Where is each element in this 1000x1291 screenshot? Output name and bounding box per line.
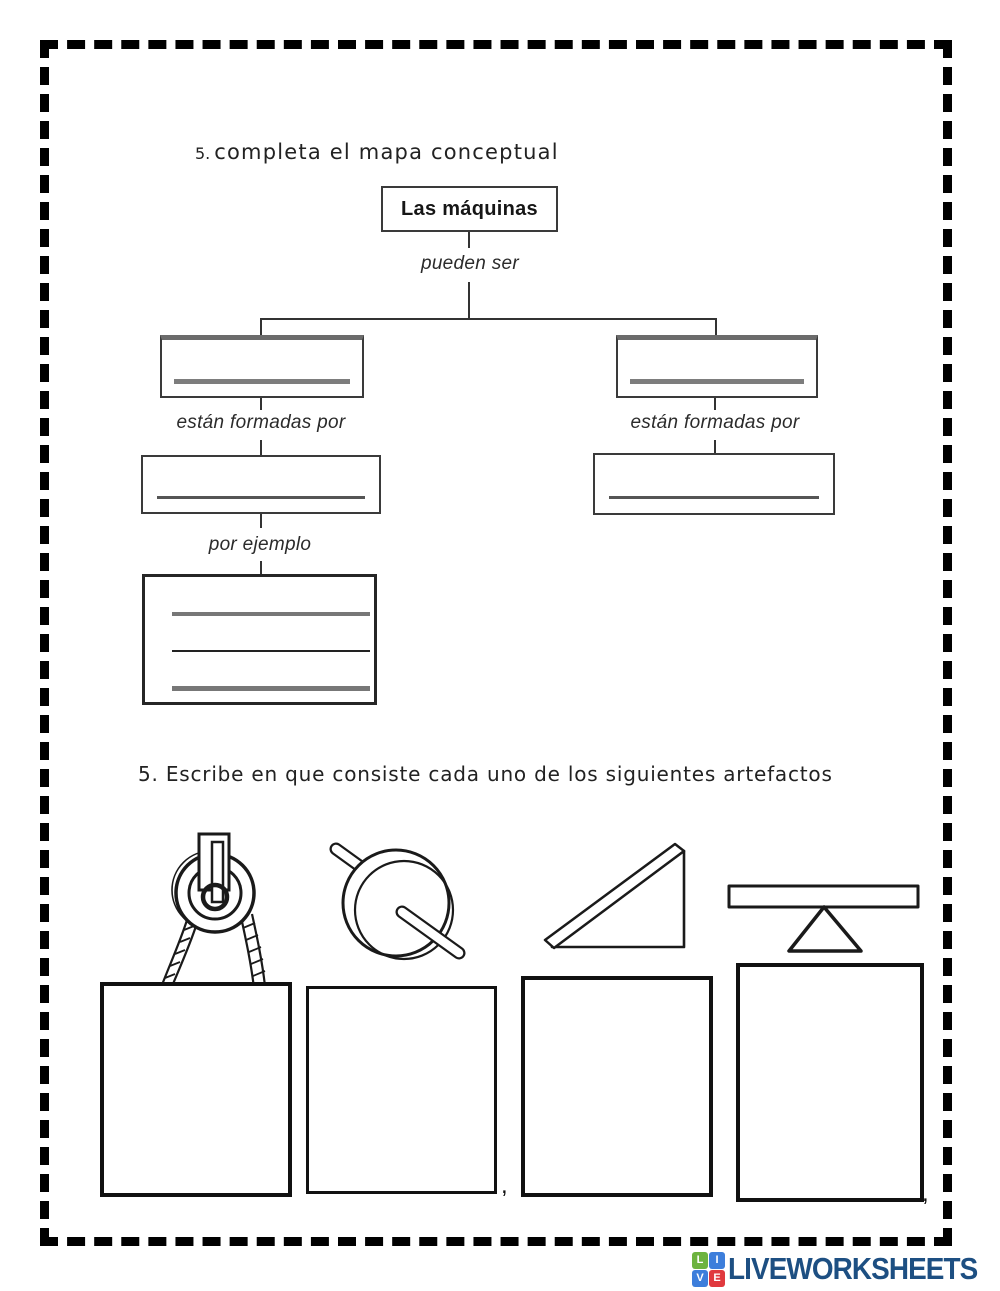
link-label-formadas-right: están formadas por: [630, 412, 800, 433]
connector-line: [260, 514, 262, 528]
question-1-number: 5.: [195, 144, 211, 163]
connector-line: [260, 318, 262, 335]
link-label-por-ejemplo: por ejemplo: [208, 534, 312, 555]
answer-line[interactable]: [172, 650, 370, 652]
question-1-heading: 5.completa el mapa conceptual: [195, 140, 559, 164]
answer-line[interactable]: [609, 496, 819, 499]
dashed-page-border: [40, 40, 952, 1246]
logo-square-i: I: [709, 1251, 725, 1269]
answer-box-wheel-and-axle[interactable]: [306, 986, 497, 1194]
comma-mark: ,: [922, 1180, 929, 1207]
question-2-heading: 5. Escribe en que consiste cada uno de l…: [138, 762, 833, 786]
link-label-pueden-ser: pueden ser: [420, 253, 520, 274]
answer-line[interactable]: [172, 612, 370, 616]
answer-box-examples[interactable]: [142, 574, 377, 705]
liveworksheets-logo[interactable]: L I V E LIVEWORKSHEETS: [692, 1251, 1000, 1287]
connector-line: [714, 440, 716, 453]
answer-line[interactable]: [172, 686, 370, 691]
brand-name: LIVEWORKSHEETS: [728, 1251, 978, 1286]
connector-line: [260, 398, 262, 410]
question-1-text: completa el mapa conceptual: [214, 140, 559, 164]
connector-line: [714, 398, 716, 410]
logo-square-e: E: [709, 1269, 725, 1287]
liveworksheets-grid-icon: L I V E: [692, 1251, 725, 1287]
logo-square-l: L: [692, 1251, 708, 1269]
answer-line[interactable]: [157, 496, 365, 499]
comma-mark: ,: [501, 1172, 508, 1199]
answer-box-type-right[interactable]: [616, 335, 818, 398]
connector-line: [260, 561, 262, 574]
logo-square-v: V: [692, 1269, 708, 1287]
answer-box-inclined-plane[interactable]: [521, 976, 713, 1197]
answer-box-parts-left[interactable]: [141, 455, 381, 514]
answer-box-parts-right[interactable]: [593, 453, 835, 515]
concept-root-box: Las máquinas: [381, 186, 558, 232]
connector-line: [715, 318, 717, 335]
answer-box-pulley[interactable]: [100, 982, 292, 1197]
answer-line[interactable]: [174, 379, 350, 384]
link-label-formadas-left: están formadas por: [176, 412, 346, 433]
answer-box-lever[interactable]: [736, 963, 924, 1202]
branch-connector: [260, 318, 717, 320]
connector-line: [260, 440, 262, 455]
connector-line: [468, 232, 470, 248]
connector-line: [468, 282, 470, 318]
answer-line[interactable]: [630, 379, 804, 384]
answer-box-type-left[interactable]: [160, 335, 364, 398]
